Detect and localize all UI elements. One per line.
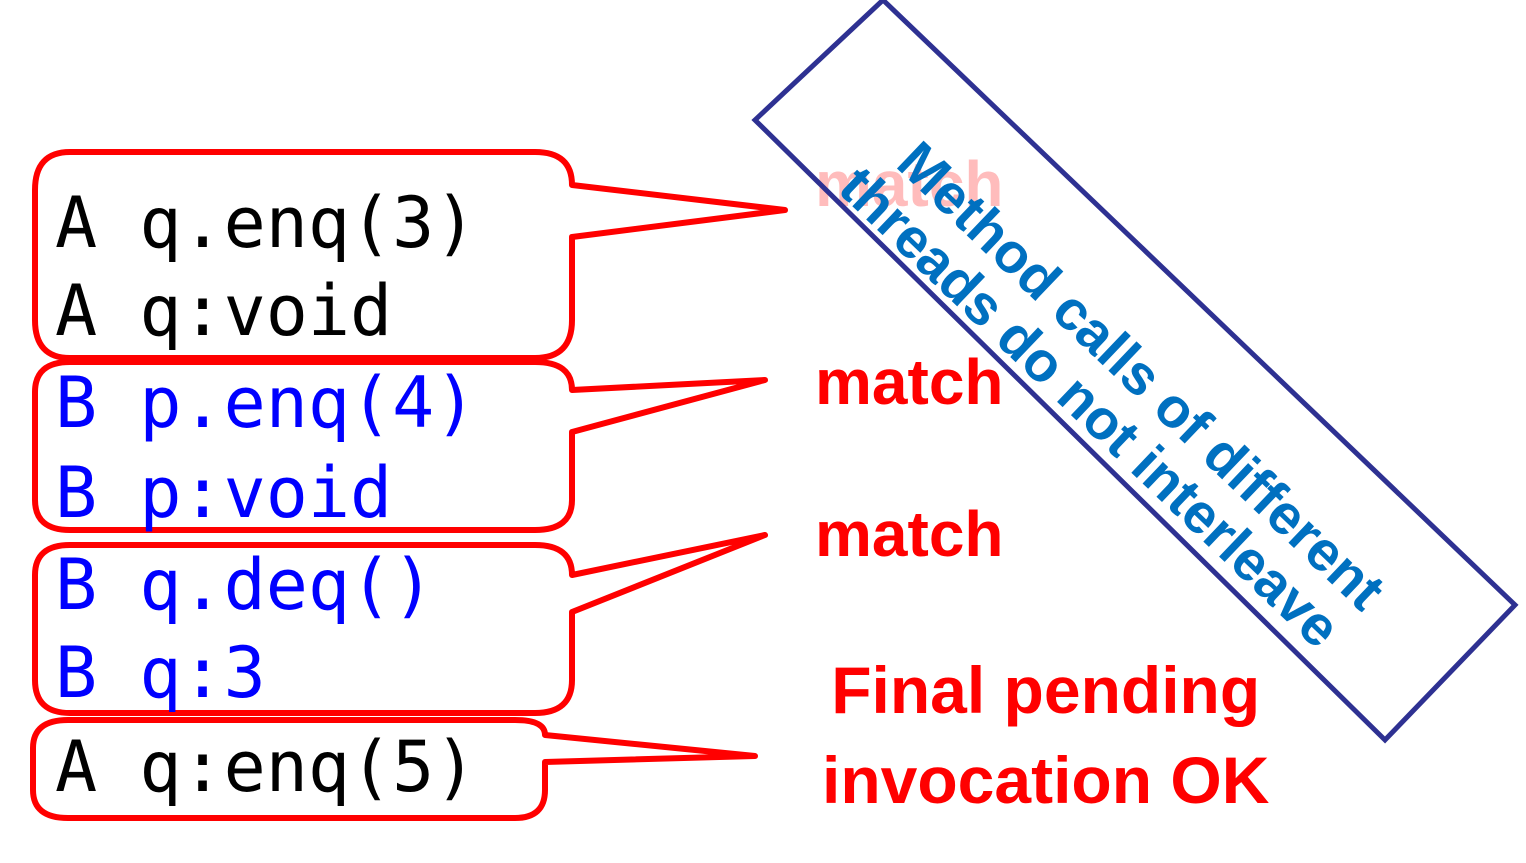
code-line-b-deq: B q.deq()	[55, 550, 434, 620]
thread-id: B	[55, 362, 98, 444]
method-call: q.deq()	[139, 544, 435, 626]
method-response: q:void	[139, 270, 393, 352]
thread-id: A	[55, 182, 98, 264]
code-line-b-q3: B q:3	[55, 638, 266, 708]
method-response: p:void	[139, 452, 393, 534]
match-label-1: match	[815, 148, 1004, 220]
match-label-3: match	[815, 498, 1004, 570]
code-line-b-enq-4: B p.enq(4)	[55, 368, 476, 438]
final-pending-label: Final pending invocation OK	[822, 645, 1269, 825]
callout-group-3	[32, 532, 768, 716]
code-line-b-void: B p:void	[55, 458, 392, 528]
thread-id: A	[55, 270, 98, 352]
final-label-line-2: invocation OK	[822, 743, 1270, 817]
thread-id: B	[55, 544, 98, 626]
final-label-line-1: Final pending	[831, 653, 1261, 727]
thread-id: B	[55, 452, 98, 534]
callout-group-4	[30, 717, 758, 821]
thread-id: B	[55, 632, 98, 714]
banner-frame	[751, 0, 1519, 744]
thread-id: A	[55, 726, 98, 808]
code-line-a-enq-5: A q:enq(5)	[55, 732, 476, 802]
method-response: q:3	[139, 632, 266, 714]
callout-group-1	[32, 149, 788, 361]
code-line-a-enq-3: A q.enq(3)	[55, 188, 476, 258]
match-label-2: match	[815, 346, 1004, 418]
method-call: p.enq(4)	[139, 362, 477, 444]
method-call: q.enq(3)	[139, 182, 477, 264]
code-line-a-void: A q:void	[55, 276, 392, 346]
callout-group-2	[32, 359, 768, 533]
method-call: q:enq(5)	[139, 726, 477, 808]
